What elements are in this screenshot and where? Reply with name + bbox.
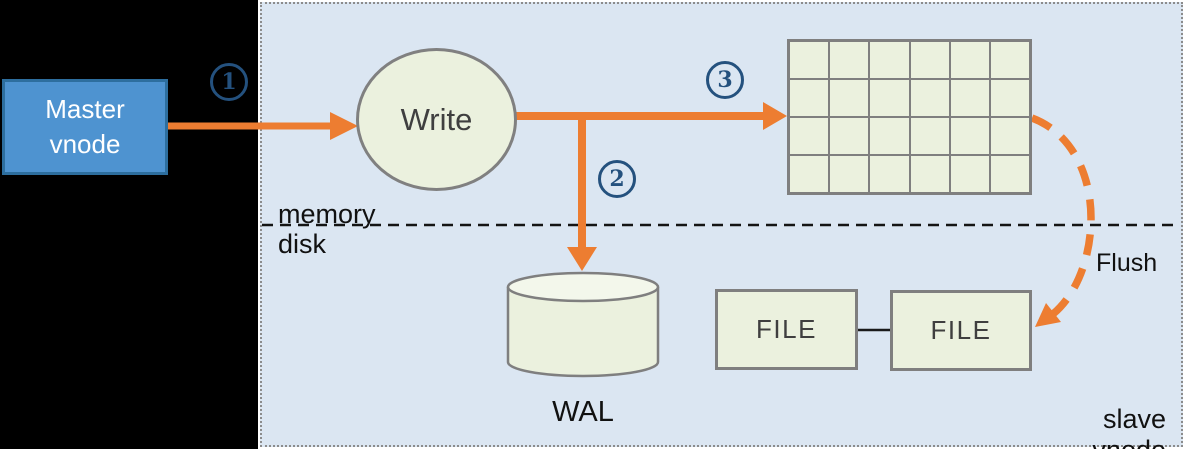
- memory-table-cell: [789, 155, 830, 193]
- file-box-left: FILE: [715, 289, 858, 370]
- memory-table-cell: [869, 41, 910, 79]
- step-2-number: 2: [609, 166, 625, 192]
- memory-table-cell: [789, 79, 830, 117]
- memory-table-cell: [949, 79, 990, 117]
- memory-table-cell: [989, 79, 1030, 117]
- memory-table-cell: [909, 41, 950, 79]
- memory-table-cell: [989, 41, 1030, 79]
- memory-table-cell: [829, 117, 870, 155]
- memory-table-cell: [869, 117, 910, 155]
- memory-table-cell: [869, 79, 910, 117]
- file-box-right-label: FILE: [930, 315, 992, 345]
- memory-table-cell: [789, 117, 830, 155]
- file-box-left-label: FILE: [756, 314, 817, 344]
- memory-zone-label: memory: [278, 199, 376, 229]
- flush-label: Flush: [1096, 249, 1158, 277]
- write-node-label: Write: [400, 101, 473, 137]
- memory-table-cell: [949, 117, 990, 155]
- memory-table-cell: [789, 41, 830, 79]
- memory-table-cell: [829, 79, 870, 117]
- step-3-badge: 3: [706, 61, 744, 99]
- wal-label: WAL: [552, 396, 614, 428]
- memory-table-cell: [869, 155, 910, 193]
- master-vnode-label-line2: vnode: [49, 129, 121, 159]
- memory-table-cell: [989, 155, 1030, 193]
- memory-table-cell: [909, 155, 950, 193]
- memory-table-cell: [949, 41, 990, 79]
- master-vnode-box: Master vnode: [2, 79, 168, 175]
- file-box-right: FILE: [890, 290, 1032, 371]
- memory-table: [787, 39, 1032, 195]
- step-2-badge: 2: [598, 160, 636, 198]
- memory-table-cell: [989, 117, 1030, 155]
- memory-table-cell: [829, 41, 870, 79]
- memory-table-cell: [909, 117, 950, 155]
- step-1-badge: 1: [210, 63, 248, 101]
- master-vnode-label-line1: Master: [45, 94, 125, 124]
- disk-zone-label: disk: [278, 229, 327, 259]
- slave-vnode-label: slave vnode: [1092, 404, 1166, 449]
- step-1-number: 1: [221, 69, 237, 95]
- memory-table-cell: [909, 79, 950, 117]
- memory-table-cell: [829, 155, 870, 193]
- write-node: Write: [356, 48, 517, 191]
- memory-table-cell: [949, 155, 990, 193]
- step-3-number: 3: [717, 67, 733, 93]
